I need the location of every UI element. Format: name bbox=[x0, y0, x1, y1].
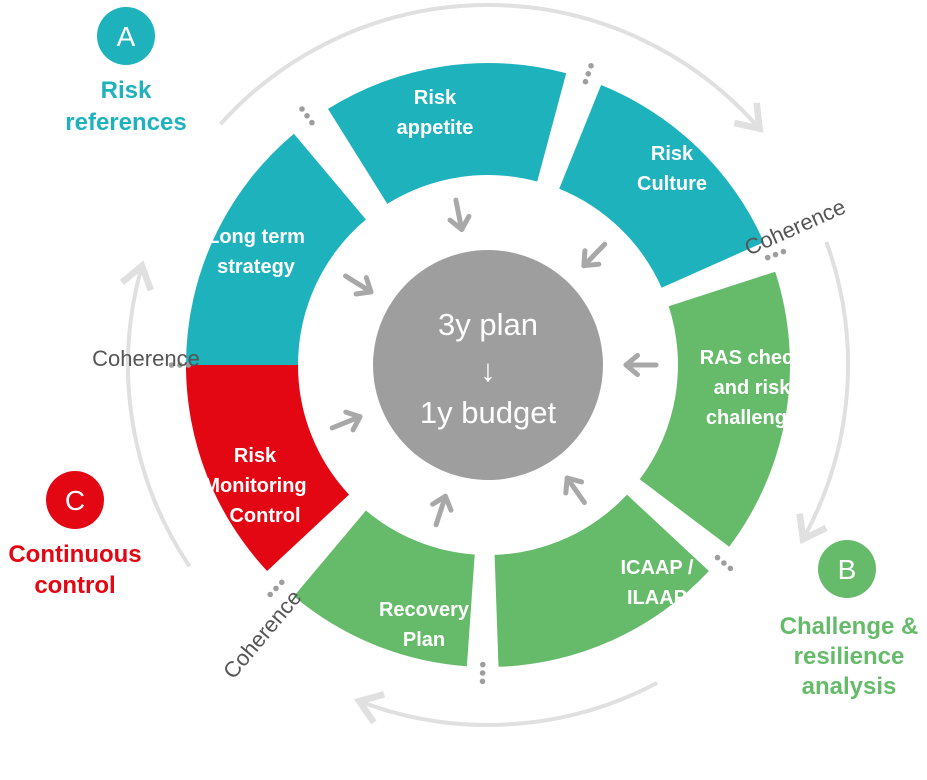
inward-arrows bbox=[329, 197, 659, 528]
icaap-label-1: ICAAP / bbox=[621, 557, 694, 579]
connector-dot bbox=[727, 565, 734, 572]
connector-dot bbox=[279, 579, 285, 586]
outer-arrow-left bbox=[119, 260, 192, 568]
risk-monitoring-label-2: Monitoring bbox=[203, 475, 306, 497]
recovery-plan-label-2: Plan bbox=[403, 629, 445, 651]
connector-dot bbox=[588, 63, 594, 69]
group-a: A Risk references bbox=[65, 7, 187, 136]
ras-check-label-2: and risk bbox=[714, 377, 792, 399]
outer-cycle-arrows bbox=[119, 3, 850, 727]
group-c-title-2: control bbox=[34, 572, 115, 599]
connector-dot bbox=[304, 113, 310, 119]
inward-arrow-shaft bbox=[433, 493, 448, 528]
connector-dot bbox=[582, 78, 589, 85]
badge-c-letter: C bbox=[65, 485, 85, 516]
ras-check-label-1: RAS check bbox=[700, 347, 805, 369]
ring-segments bbox=[185, 63, 790, 667]
center-arrow-icon: ↓ bbox=[480, 353, 496, 388]
inward-arrow-head bbox=[447, 213, 472, 232]
risk-appetite-label-2: appetite bbox=[397, 117, 474, 139]
group-b: B Challenge & resilience analysis bbox=[780, 540, 919, 700]
connector-dot bbox=[479, 678, 486, 685]
recovery-plan-label-1: Recovery bbox=[379, 599, 470, 621]
inward-arrow-shaft bbox=[581, 241, 608, 269]
connector-dot bbox=[772, 251, 779, 258]
group-b-title-1: Challenge & bbox=[780, 613, 919, 640]
connector-dot bbox=[780, 248, 787, 255]
connector-dot bbox=[585, 71, 592, 77]
inward-arrow-shaft bbox=[343, 273, 374, 295]
connector-dot bbox=[714, 554, 721, 561]
center-line-2: 1y budget bbox=[420, 395, 557, 430]
segment-risk-monitoring bbox=[185, 365, 349, 571]
segment-long-term-strategy bbox=[186, 133, 366, 365]
connector-dot bbox=[299, 106, 305, 112]
outer-arrow-bottom bbox=[353, 681, 658, 727]
coherence-label-bottom-left: Coherence bbox=[218, 585, 306, 684]
center-circle bbox=[373, 250, 603, 480]
connector-dot bbox=[168, 362, 175, 368]
risk-monitoring-label-1: Risk bbox=[234, 445, 277, 467]
segment-icaap bbox=[494, 494, 709, 667]
group-a-title-2: references bbox=[65, 109, 186, 136]
ras-check-label-3: challenge bbox=[706, 407, 798, 429]
long-term-strategy-label-2: strategy bbox=[217, 256, 296, 278]
badge-b bbox=[818, 540, 876, 598]
group-c-title-1: Continuous bbox=[8, 541, 141, 568]
inward-arrow-shaft bbox=[329, 414, 363, 431]
inward-arrow-head bbox=[353, 275, 374, 297]
inward-arrow-head bbox=[343, 409, 363, 433]
connector-dot bbox=[764, 254, 771, 261]
inward-arrow-head bbox=[623, 352, 640, 378]
connector-dot bbox=[177, 362, 183, 368]
segment-ras-check bbox=[639, 271, 790, 547]
connector-dot bbox=[309, 119, 315, 126]
segment-risk-culture bbox=[559, 85, 764, 288]
dotted-connectors bbox=[168, 63, 787, 685]
inward-arrow-head bbox=[563, 475, 585, 496]
segment-labels: Risk appetite Risk Culture Long term str… bbox=[203, 87, 805, 651]
segment-recovery-plan bbox=[293, 510, 475, 667]
inward-arrow-shaft bbox=[453, 197, 465, 232]
long-term-strategy-label-1: Long term bbox=[207, 226, 305, 248]
badge-c bbox=[46, 471, 104, 529]
connector-dot bbox=[479, 670, 486, 676]
group-b-title-3: analysis bbox=[802, 673, 897, 700]
connector-dot bbox=[721, 560, 727, 566]
connector-dot bbox=[185, 362, 192, 368]
group-a-title-1: Risk bbox=[101, 77, 152, 104]
inward-arrow-shaft bbox=[564, 475, 587, 506]
risk-monitoring-label-3: & Control bbox=[209, 505, 300, 527]
coherence-label-top-right: Coherence bbox=[741, 194, 850, 261]
badge-b-letter: B bbox=[838, 554, 857, 585]
connector-dot bbox=[273, 585, 279, 592]
icaap-label-2: ILAAP bbox=[627, 587, 687, 609]
connector-dot bbox=[267, 591, 274, 598]
group-b-title-2: resilience bbox=[794, 643, 905, 670]
connector-dot bbox=[480, 661, 486, 668]
risk-appetite-label-1: Risk bbox=[414, 87, 457, 109]
segment-risk-appetite bbox=[328, 63, 567, 204]
badge-a-letter: A bbox=[117, 21, 136, 52]
center-line-1: 3y plan bbox=[438, 307, 538, 342]
badge-a bbox=[97, 7, 155, 65]
risk-culture-label-2: Culture bbox=[637, 173, 707, 195]
coherence-label-left: Coherence bbox=[92, 346, 200, 371]
outer-arrow-top bbox=[219, 3, 764, 133]
risk-culture-label-1: Risk bbox=[651, 143, 694, 165]
group-c: C Continuous control bbox=[8, 471, 142, 599]
outer-arrow-right bbox=[796, 241, 850, 545]
inward-arrow-head bbox=[430, 493, 454, 513]
inward-arrow-head bbox=[581, 248, 602, 269]
